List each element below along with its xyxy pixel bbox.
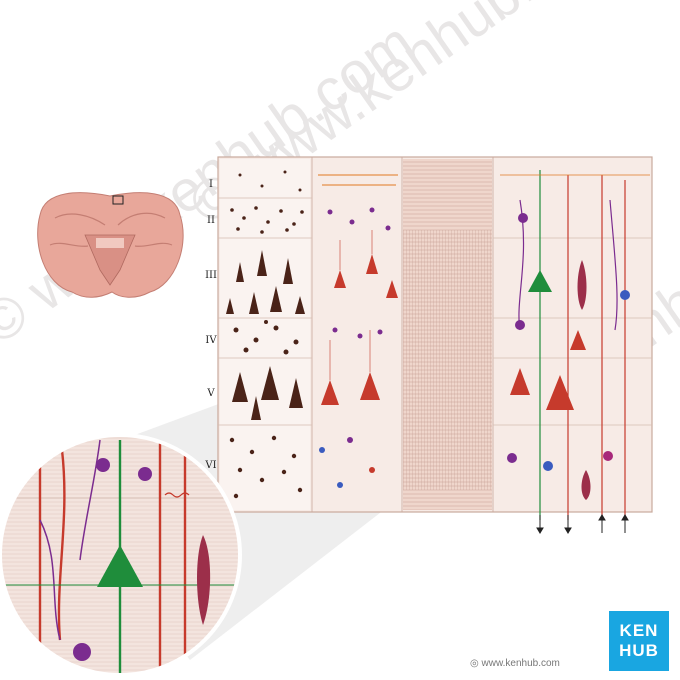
golgi-stain-neurons	[318, 174, 398, 488]
magnified-inset	[0, 433, 242, 677]
layer-label-i: I	[209, 179, 213, 190]
cortex-panel	[217, 156, 653, 513]
layer-label-ii: II	[207, 215, 215, 226]
layer-label-v: V	[207, 388, 215, 399]
copyright-icon: ◎	[470, 658, 479, 669]
kenhub-logo[interactable]: KEN HUB	[609, 611, 669, 671]
logo-line-1: KEN	[619, 621, 659, 640]
connectivity-neurons	[500, 170, 650, 534]
layer-label-vi: VI	[205, 460, 217, 471]
green-pyramidal-neuron	[97, 545, 143, 587]
brain-section-illustration	[37, 192, 184, 298]
layer-label-iv: IV	[205, 335, 217, 346]
footer-site-text: www.kenhub.com	[481, 658, 560, 669]
footer-site: ◎ www.kenhub.com	[470, 658, 560, 669]
layer-label-iii: III	[205, 270, 217, 281]
nissl-cell-bodies	[226, 170, 305, 499]
logo-line-2: HUB	[619, 641, 659, 660]
